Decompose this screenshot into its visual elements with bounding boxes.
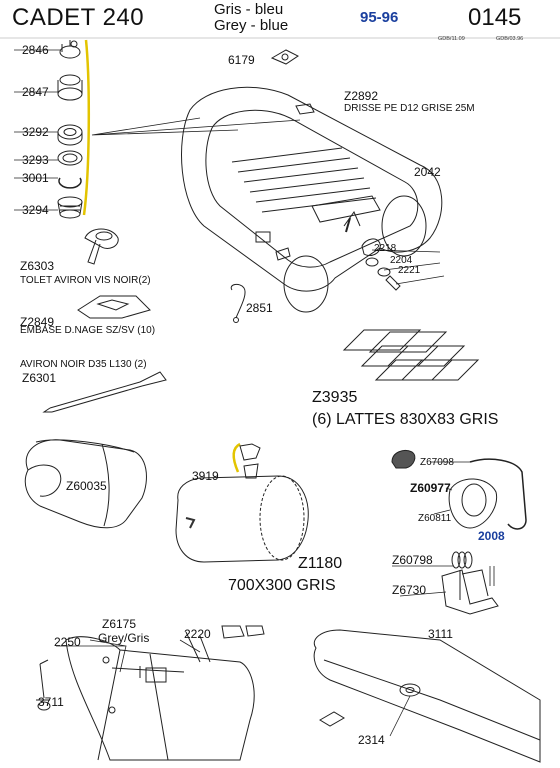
part-label-z2849: Z2849 [20, 315, 55, 329]
part-desc-z2892: DRISSE PE D12 GRISE 25M [344, 103, 475, 114]
part-label-3293: 3293 [22, 153, 49, 167]
seat-bracket-parts-drawing [391, 449, 527, 530]
rowlock-base-drawing [77, 295, 151, 319]
part-label-z6301: Z6301 [22, 371, 57, 385]
revision-stamp-2: GDB/03.96 [496, 36, 524, 42]
part-label-2846: 2846 [22, 43, 49, 57]
drain-valve-parts-drawing [361, 238, 445, 291]
part-label-z2892: Z2892 [344, 89, 379, 103]
part-desc-z6301: AVIRON NOIR D35 L130 (2) [20, 359, 147, 370]
part-desc-z3935: (6) LATTES 830X83 GRIS [312, 411, 499, 428]
part-label-3711: 3711 [38, 695, 64, 709]
valve-parts-stack [57, 39, 91, 219]
part-label-3111: 3111 [428, 627, 453, 641]
part-label-z60035: Z60035 [66, 479, 107, 493]
boat-main-drawing [181, 86, 443, 313]
model-years: 95-96 [360, 9, 399, 26]
part-label-z60811: Z60811 [418, 513, 452, 524]
part-color-z6175: Grey/Gris [98, 631, 150, 645]
part-label-z1180: Z1180 [298, 555, 343, 572]
part-label-3919: 3919 [192, 469, 219, 483]
part-label-2204: 2204 [390, 255, 413, 266]
part-desc-z1180: 700X300 GRIS [228, 577, 336, 594]
part-label-2250: 2250 [54, 635, 81, 649]
part-label-2847: 2847 [22, 85, 49, 99]
part-label-2218: 2218 [374, 243, 397, 254]
rope-2851-drawing [230, 283, 246, 323]
part-label-2851: 2851 [246, 301, 273, 315]
side-tube-drawing [313, 629, 541, 763]
bracket-z6730-drawing [392, 551, 499, 615]
stack-leader-lines [14, 49, 301, 211]
year-2008-label: 2008 [478, 529, 505, 543]
bolster-tube-drawing [175, 442, 309, 563]
patch-6179-drawing [270, 49, 299, 65]
part-desc-z2849: EMBASE D.NAGE SZ/SV (10) [20, 325, 156, 336]
part-label-z67098: Z67098 [420, 457, 454, 468]
part-label-2221: 2221 [398, 265, 421, 276]
storage-bag-drawing [24, 439, 147, 529]
part-label-2042: 2042 [414, 165, 441, 179]
color-label-fr: Gris - bleu [214, 1, 284, 18]
part-label-z6730: Z6730 [392, 583, 427, 597]
part-desc-z6303: TOLET AVIRON VIS NOIR(2) [20, 275, 151, 286]
color-label-en: Grey - blue [214, 17, 289, 34]
part-label-z6303: Z6303 [20, 259, 55, 273]
part-label-z3935: Z3935 [312, 389, 358, 406]
part-label-3292: 3292 [22, 125, 49, 139]
part-label-2314: 2314 [358, 733, 385, 747]
part-label-3294: 3294 [22, 203, 49, 217]
part-label-z60977: Z60977 [410, 481, 451, 495]
transom-area-drawing [36, 625, 265, 761]
model-title: CADET 240 [12, 4, 145, 31]
part-label-z6175: Z6175 [102, 617, 137, 631]
oar-drawing [42, 371, 167, 413]
part-label-3001: 3001 [22, 171, 49, 185]
oarlock-drawing [84, 228, 119, 265]
slats-drawing [342, 329, 480, 381]
part-label-2220: 2220 [184, 627, 211, 641]
reference-number: 0145 [468, 4, 522, 31]
revision-stamp-1: GDB/11.09 [438, 36, 465, 42]
part-label-z60798: Z60798 [392, 553, 433, 567]
part-label-6179: 6179 [228, 53, 255, 67]
